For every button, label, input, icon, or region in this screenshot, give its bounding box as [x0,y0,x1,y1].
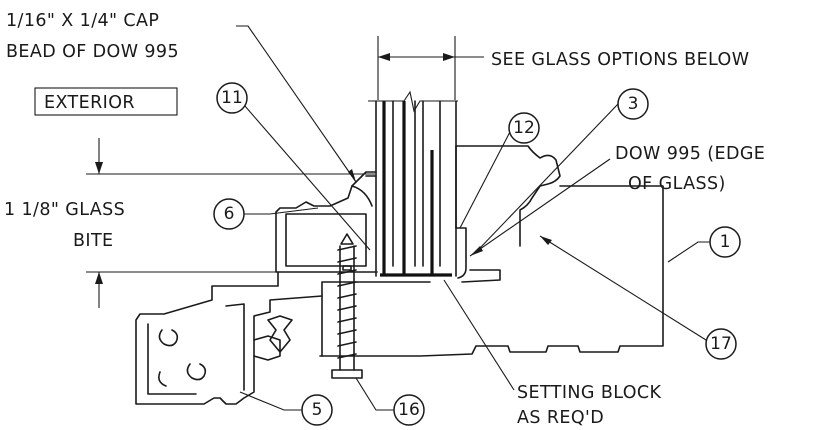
edge-of-glass-note-line2: OF GLASS) [628,174,726,194]
callout-16: 16 [393,394,425,426]
glass-width-dimension [377,36,484,100]
svg-text:1: 1 [720,232,731,252]
setting-block-note-line1: SETTING BLOCK [517,383,662,403]
callout-6: 6 [213,198,245,230]
sill-frame [319,185,664,357]
svg-text:6: 6 [224,204,235,224]
glass-bite-note-line2: BITE [73,231,114,251]
interior-glazing-stop [455,145,561,279]
exterior-glazing-stop [275,171,377,273]
callout-3: 3 [617,88,649,120]
glass-options-note: SEE GLASS OPTIONS BELOW [491,50,749,70]
edge-of-glass-note-line1: DOW 995 (EDGE [615,144,765,164]
svg-text:16: 16 [398,400,420,420]
svg-text:11: 11 [221,88,243,108]
callout-5: 5 [301,394,333,426]
callout-11: 11 [216,82,248,114]
glass-bite-note-line1: 1 1/8" GLASS [4,200,125,220]
svg-text:12: 12 [513,118,535,138]
cap-bead-note-line2: BEAD OF DOW 995 [6,42,179,62]
callout-17: 17 [705,328,737,360]
sub-sill-receptor [135,271,323,405]
insulated-glass-unit [368,90,458,277]
sill-screw [267,233,363,379]
svg-text:3: 3 [628,94,639,114]
exterior-label: EXTERIOR [44,93,135,113]
svg-text:17: 17 [710,334,732,354]
cap-bead-note-line1: 1/16" X 1/4" CAP [6,11,159,31]
leader-lines [236,25,710,411]
callout-12: 12 [508,112,540,144]
svg-text:5: 5 [312,400,323,420]
callout-1: 1 [709,226,741,258]
exterior-label-box [34,87,178,116]
setting-block-note-line2: AS REQ'D [517,408,604,428]
